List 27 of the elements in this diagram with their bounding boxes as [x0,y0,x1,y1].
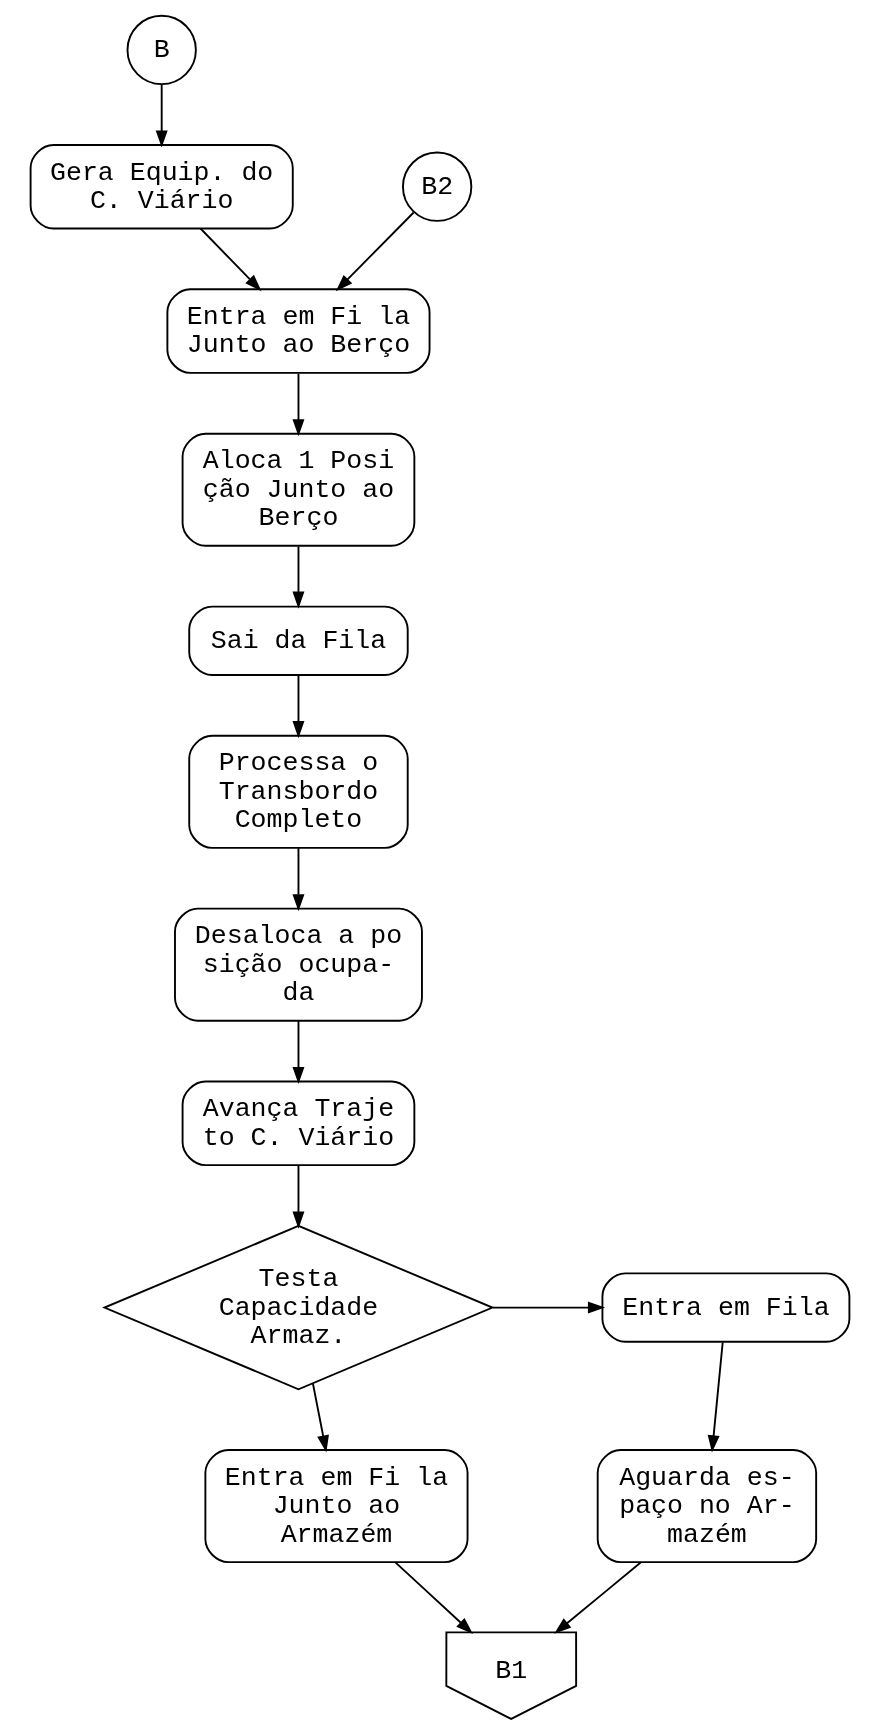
node-box: Processa o Transbordo Completo [188,734,409,849]
arrow [292,1164,305,1229]
arrow [707,1341,724,1453]
node-box: Gera Equip. do C. Viário [29,144,294,230]
arrow [492,1301,606,1314]
arrow [292,674,305,739]
node-box: Aloca 1 Posi ção Junto ao Berço [181,432,416,547]
node-box: Entra em Fi la Junto ao Berço [166,288,431,374]
arrow [335,211,415,292]
arrow [554,1561,642,1634]
node-box: Entra em Fila [601,1272,851,1343]
arrow [394,1561,473,1634]
arrow [155,83,168,148]
arrow [312,1382,329,1453]
arrow [199,227,262,292]
arrow [292,1019,305,1085]
node-box: Sai da Fila [188,605,409,676]
arrow [292,545,305,609]
arrow [292,847,305,912]
node-diamond: Testa Capacidade Armaz. [102,1224,495,1391]
node-box: Desaloca a po sição ocupa- da [174,907,423,1022]
node-box: Aguarda es- paço no Ar- mazém [596,1449,818,1564]
node-circle: B2 [402,151,473,222]
arrow [292,372,305,437]
node-box: Avança Traje to C. Viário [181,1080,416,1167]
node-box: Entra em Fi la Junto ao Armazém [204,1449,469,1564]
node-circle: B [126,14,197,86]
